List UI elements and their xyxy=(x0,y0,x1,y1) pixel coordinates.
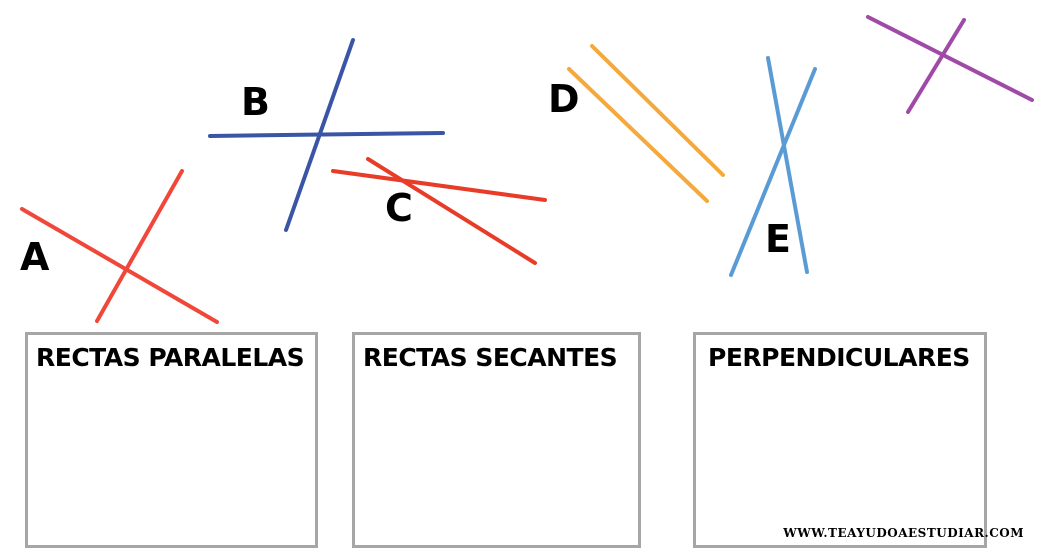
figure-c-lines[interactable] xyxy=(331,157,547,265)
figure-a-line-1 xyxy=(20,207,219,324)
parallel-lines-box[interactable]: RECTAS PARALELAS xyxy=(25,332,318,548)
figure-c-line-1 xyxy=(331,169,547,202)
label-b: B xyxy=(241,80,270,124)
secant-lines-title: RECTAS SECANTES xyxy=(363,343,618,372)
figure-e-line-2 xyxy=(729,67,817,277)
figure-f-line-2 xyxy=(906,18,966,114)
label-a: A xyxy=(20,235,50,279)
figure-e-line-1 xyxy=(766,56,809,274)
perpendicular-lines-box[interactable]: PERPENDICULARES xyxy=(693,332,987,548)
figure-e-lines[interactable] xyxy=(729,56,817,277)
parallel-lines-title: RECTAS PARALELAS xyxy=(36,343,305,372)
figure-f-lines[interactable] xyxy=(866,15,1034,114)
figure-d-line-1 xyxy=(590,44,725,177)
label-d: D xyxy=(548,77,580,121)
figure-f-line-1 xyxy=(866,15,1034,102)
figure-b-lines[interactable] xyxy=(208,38,445,232)
figure-d-lines[interactable] xyxy=(567,44,725,203)
watermark: WWW.TEAYUDOAESTUDIAR.COM xyxy=(783,526,1024,540)
label-c: C xyxy=(385,186,413,230)
secant-lines-box[interactable]: RECTAS SECANTES xyxy=(352,332,641,548)
figure-a-line-2 xyxy=(95,169,184,323)
label-e: E xyxy=(765,217,791,261)
figure-b-line-1 xyxy=(208,131,445,138)
figure-a-lines[interactable] xyxy=(20,169,219,324)
figure-b-line-2 xyxy=(284,38,355,232)
perpendicular-lines-title: PERPENDICULARES xyxy=(708,343,970,372)
figure-c-line-2 xyxy=(366,157,537,265)
figure-d-line-2 xyxy=(567,67,709,203)
